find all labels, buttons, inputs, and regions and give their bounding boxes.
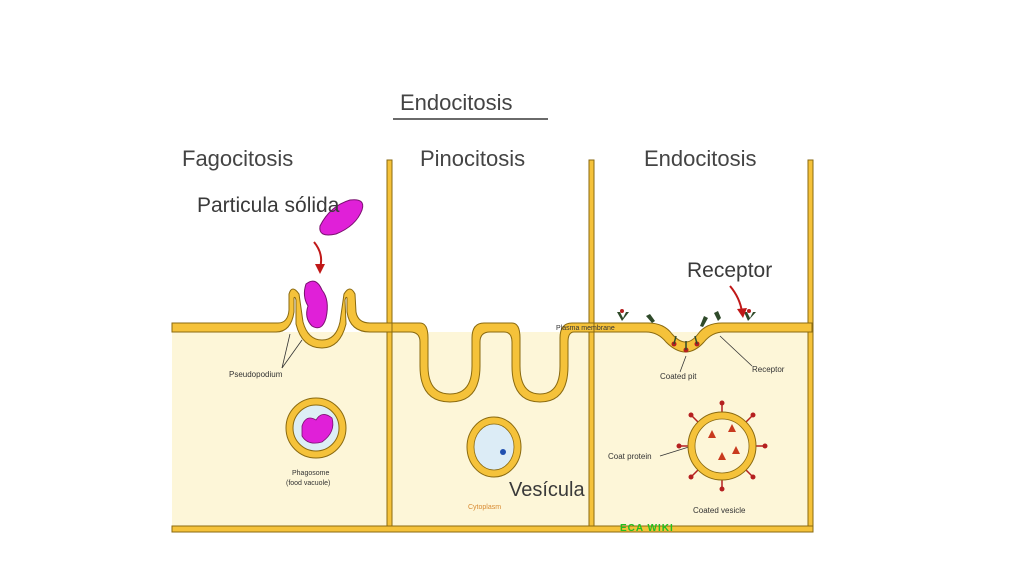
plasma-membrane-label: Plasma membrane — [556, 325, 615, 332]
coated-vesicle-interior — [694, 418, 750, 474]
pseudopodium-pointer-1 — [281, 333, 291, 369]
coated-vesicle-spike-tips — [676, 400, 768, 492]
pinocytic-vesicle-interior — [473, 423, 515, 471]
coat-protein-label: Coat protein — [608, 452, 652, 461]
title-underline — [393, 118, 548, 120]
coated-pit-label: Coated pit — [660, 372, 697, 381]
pit-receptors — [673, 335, 698, 350]
coated-vesicle-cargo — [708, 424, 740, 460]
coated-vesicle-label: Coated vesicle — [693, 506, 746, 515]
section-title-fagocitosis: Fagocitosis — [182, 146, 294, 171]
membrane-receptors — [617, 311, 756, 327]
main-title: Endocitosis — [400, 90, 513, 115]
endocitosis-membrane — [593, 322, 813, 353]
coated-pit-pointer — [679, 355, 687, 373]
receptor-arrowhead — [737, 308, 747, 318]
watermark: ECA WIKI — [620, 523, 674, 534]
coat-protein-pointer — [659, 445, 693, 457]
engulfed-particle — [303, 280, 328, 329]
receptor-pointer — [719, 335, 753, 367]
receptor-arrow — [729, 285, 743, 313]
pseudopodium-label: Pseudopodium — [229, 370, 283, 379]
food-vacuole-label: (food vacuole) — [286, 480, 331, 487]
digested-particle — [301, 414, 334, 444]
cytoplasm-label: Cytoplasm — [468, 504, 502, 511]
solid-particle — [319, 199, 364, 236]
receptor-title-label: Receptor — [687, 259, 773, 282]
section-title-pinocitosis: Pinocitosis — [420, 146, 526, 171]
phagosome-label: Phagosome — [292, 470, 330, 477]
pseudopodium-pointer-2 — [281, 339, 303, 369]
divider-wall-3 — [807, 159, 814, 531]
bottom-membrane — [171, 525, 814, 533]
receptor-small-label: Receptor — [752, 365, 785, 374]
particle-arrowhead — [315, 264, 325, 274]
section-title-endocitosis: Endocitosis — [644, 146, 757, 171]
vesicle-label: Vesícula — [509, 479, 585, 501]
divider-wall-2 — [588, 159, 595, 531]
vesicle-content-dot — [500, 449, 506, 455]
particle-label: Particula sólida — [197, 194, 340, 217]
divider-wall-1 — [386, 159, 393, 531]
